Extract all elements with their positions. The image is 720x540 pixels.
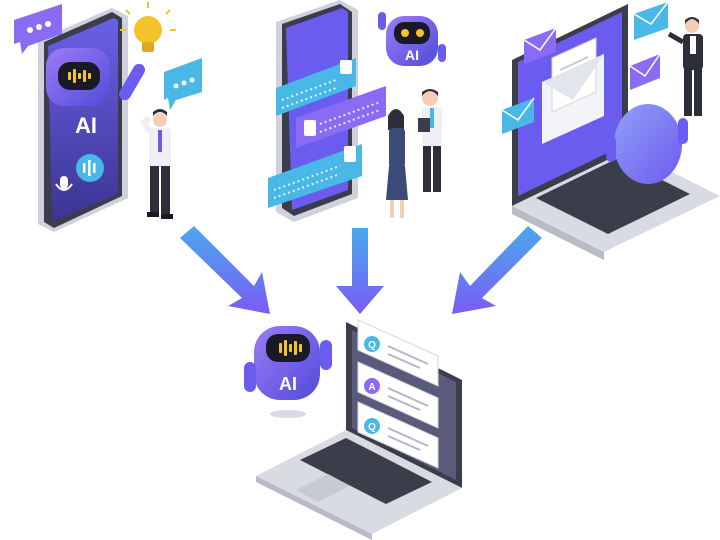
- businessman-figure: [667, 17, 703, 116]
- chat-bubble-icon: [164, 58, 202, 110]
- ai-badge-label: AI: [405, 47, 419, 63]
- voice-assistant-phone: AI: [14, 2, 202, 232]
- thinking-man-figure: [139, 109, 173, 219]
- mail-icon: [633, 1, 669, 40]
- robot-head-icon: AI: [46, 48, 110, 138]
- envelope-icon: [542, 37, 604, 144]
- microphone-icon: [55, 176, 73, 191]
- qa-card: Q: [357, 319, 439, 387]
- mail-icon: [501, 97, 535, 134]
- robot-shadow: [270, 410, 306, 418]
- trackpad: [296, 474, 350, 502]
- voice-wave-icon: [76, 154, 104, 182]
- qa-card: Q: [357, 401, 439, 469]
- mail-icon: [629, 53, 661, 90]
- question-label: Q: [368, 422, 376, 433]
- ai-badge-label: AI: [279, 374, 297, 394]
- man-with-tablet-figure: [418, 89, 442, 192]
- chat-bubble-icon: [14, 4, 62, 54]
- robot-back-icon: [606, 104, 688, 184]
- ai-robot: AI: [244, 326, 332, 418]
- robot-icon: AI: [378, 12, 446, 66]
- qa-laptop: Q A Q: [256, 319, 462, 540]
- mail-icon: [523, 27, 557, 64]
- chat-phone: AI: [268, 0, 446, 222]
- email-laptop: [501, 1, 720, 260]
- arrow-down-icon: [336, 228, 384, 314]
- arrow-right-icon: [452, 226, 542, 314]
- message-bar: [268, 144, 362, 208]
- woman-figure: [386, 109, 408, 218]
- arrow-left-icon: [180, 226, 270, 314]
- antenna-pill: [119, 63, 145, 101]
- message-bar: [276, 58, 356, 116]
- ai-badge-label: AI: [75, 113, 97, 138]
- robot-arm: [244, 362, 256, 392]
- robot-arm: [320, 340, 332, 370]
- qa-card: A: [357, 361, 439, 429]
- message-bar: [296, 86, 386, 148]
- answer-label: A: [368, 382, 375, 393]
- lightbulb-icon: [120, 2, 176, 52]
- question-label: Q: [368, 340, 376, 351]
